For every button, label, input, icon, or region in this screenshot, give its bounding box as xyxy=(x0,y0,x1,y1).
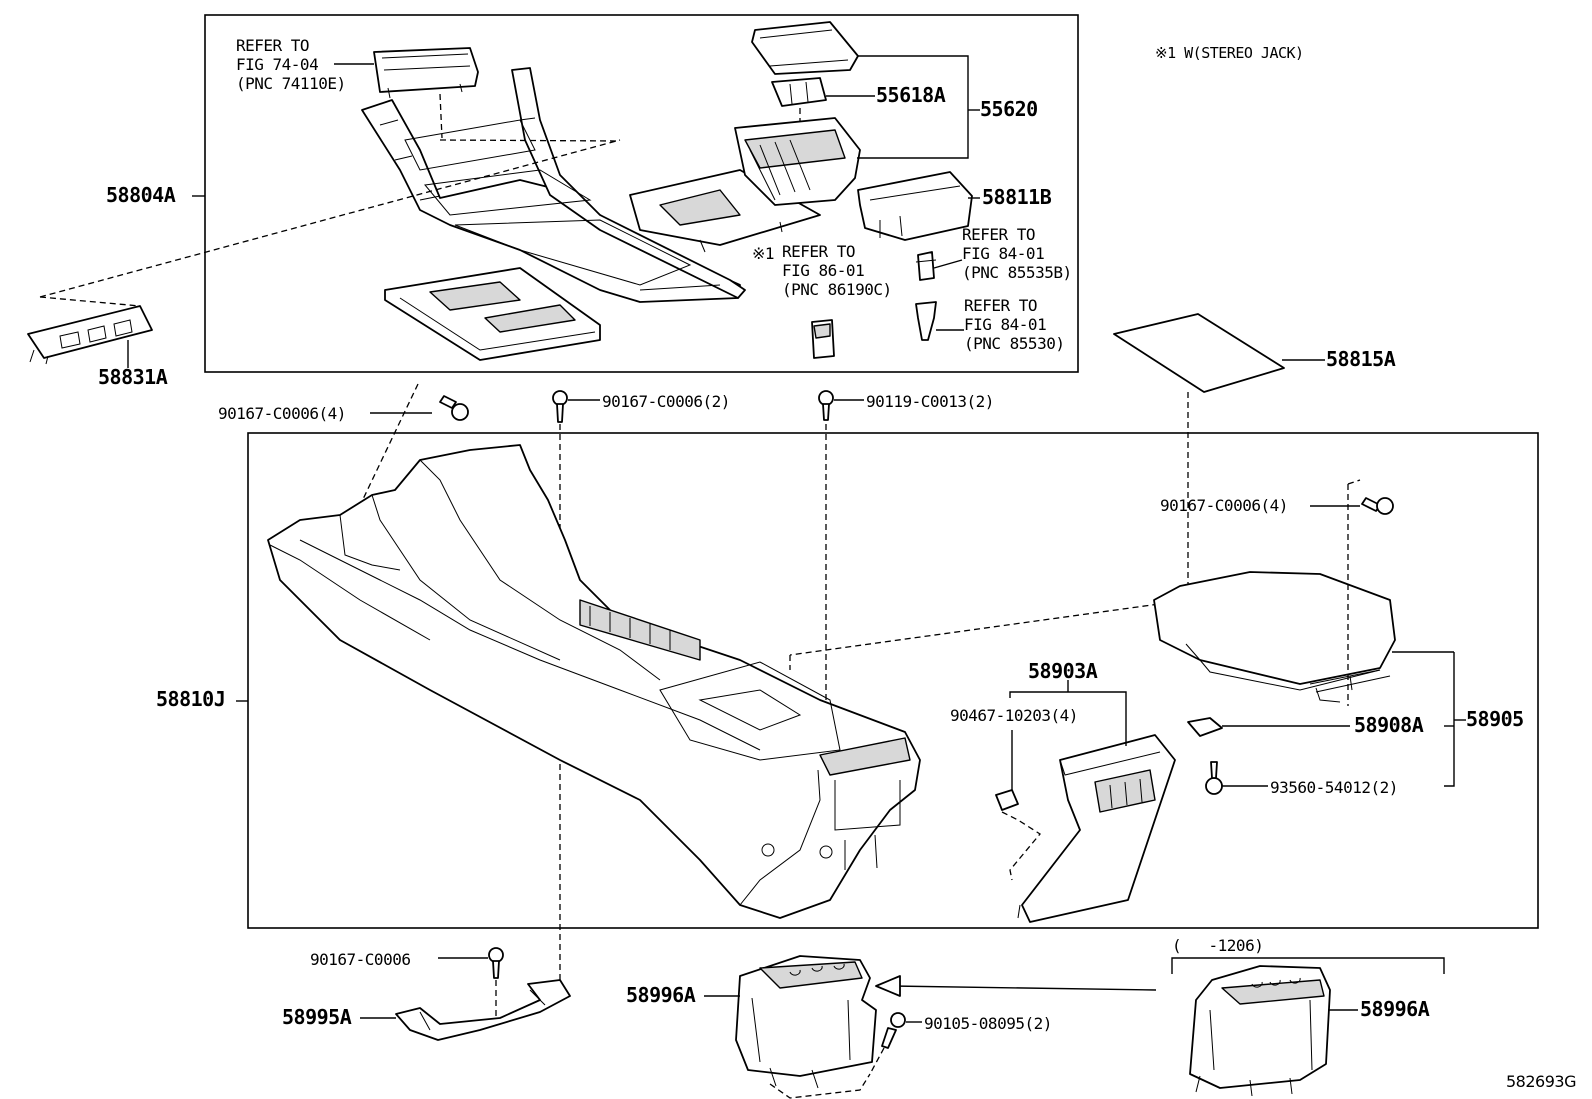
label-screw-b: 90105-08095(2) xyxy=(924,1014,1052,1033)
label-58905: 58905 xyxy=(1466,707,1524,731)
console-pad-58815A-part xyxy=(1113,313,1285,393)
bolt-a-part xyxy=(439,395,469,421)
socket-85530-part xyxy=(915,301,937,341)
label-58810J: 58810J xyxy=(156,687,226,711)
label-bolt-b: 90167-C0006(2) xyxy=(602,392,730,411)
screw-90105-part xyxy=(881,1012,906,1049)
console-lid-part xyxy=(751,21,859,75)
upper-console-panel-part xyxy=(361,67,746,303)
refer-8601-line1: REFER TO xyxy=(782,242,856,261)
label-range: ( -1206) xyxy=(1172,936,1264,955)
refer-8401a-line3: (PNC 85535B) xyxy=(962,263,1072,282)
label-55618A: 55618A xyxy=(876,83,946,107)
bolt-c-part xyxy=(818,390,834,421)
label-58815A: 58815A xyxy=(1326,347,1396,371)
label-bolt-a: 90167-C0006(4) xyxy=(218,404,346,423)
armrest-lid-58905-part xyxy=(1153,571,1396,703)
box-58996A-right-part xyxy=(1189,965,1331,1097)
rear-panel-58903A-part xyxy=(1017,734,1176,923)
refer-8401a-line2: FIG 84-01 xyxy=(962,244,1045,263)
label-58903A: 58903A xyxy=(1028,659,1098,683)
label-58995A: 58995A xyxy=(282,1005,352,1029)
refer-8601-line3: (PNC 86190C) xyxy=(782,280,892,299)
switch-panel-58831A-part xyxy=(27,305,153,365)
lower-assembly-box xyxy=(247,432,1539,929)
label-clip-a: 90467-10203(4) xyxy=(950,706,1078,725)
label-55620: 55620 xyxy=(980,97,1038,121)
storage-box-part xyxy=(734,117,861,206)
refer-8601-mark: ※1 xyxy=(752,244,775,263)
label-58831A: 58831A xyxy=(98,365,168,389)
hinge-58908A-part xyxy=(1187,717,1223,737)
label-58996A-right: 58996A xyxy=(1360,997,1430,1021)
socket-85535B-part xyxy=(915,251,937,281)
refer-7404-line2: FIG 74-04 xyxy=(236,55,319,74)
label-screw-a: 93560-54012(2) xyxy=(1270,778,1398,797)
refer-8401b-line1: REFER TO xyxy=(964,296,1038,315)
latch-55618A-part xyxy=(771,77,827,107)
bolt-b-part xyxy=(552,390,568,423)
clip-90467-part xyxy=(995,789,1019,811)
box-58996A-left-part xyxy=(735,955,877,1089)
refer-7404-line3: (PNC 74110E) xyxy=(236,74,346,93)
screw-93560-part xyxy=(1205,761,1223,795)
label-bolt-c: 90119-C0013(2) xyxy=(866,392,994,411)
refer-8601-line2: FIG 86-01 xyxy=(782,261,865,280)
refer-8401b-line3: (PNC 85530) xyxy=(964,334,1065,353)
upper-assembly-box xyxy=(204,14,1079,373)
label-bolt-d: 90167-C0006(4) xyxy=(1160,496,1288,515)
bolt-e-part xyxy=(488,947,504,979)
display-panel-part xyxy=(373,47,479,99)
label-58996A-left: 58996A xyxy=(626,983,696,1007)
bracket-58995A-part xyxy=(395,979,571,1041)
refer-7404-line1: REFER TO xyxy=(236,36,310,55)
label-58804A: 58804A xyxy=(106,183,176,207)
console-tray-part xyxy=(384,267,601,361)
armrest-base-58811B-part xyxy=(857,171,973,241)
label-bolt-e: 90167-C0006 xyxy=(310,950,411,969)
stereo-jack-note: ※1 W(STEREO JACK) xyxy=(1155,44,1304,62)
main-console-body-58810J-part xyxy=(267,444,921,919)
diagram-id: 582693G xyxy=(1506,1072,1576,1091)
label-58908A: 58908A xyxy=(1354,713,1424,737)
stereo-jack-86190C-part xyxy=(811,319,835,359)
bolt-d-part xyxy=(1361,497,1394,515)
refer-8401b-line2: FIG 84-01 xyxy=(964,315,1047,334)
refer-8401a-line1: REFER TO xyxy=(962,225,1036,244)
label-58811B: 58811B xyxy=(982,185,1052,209)
